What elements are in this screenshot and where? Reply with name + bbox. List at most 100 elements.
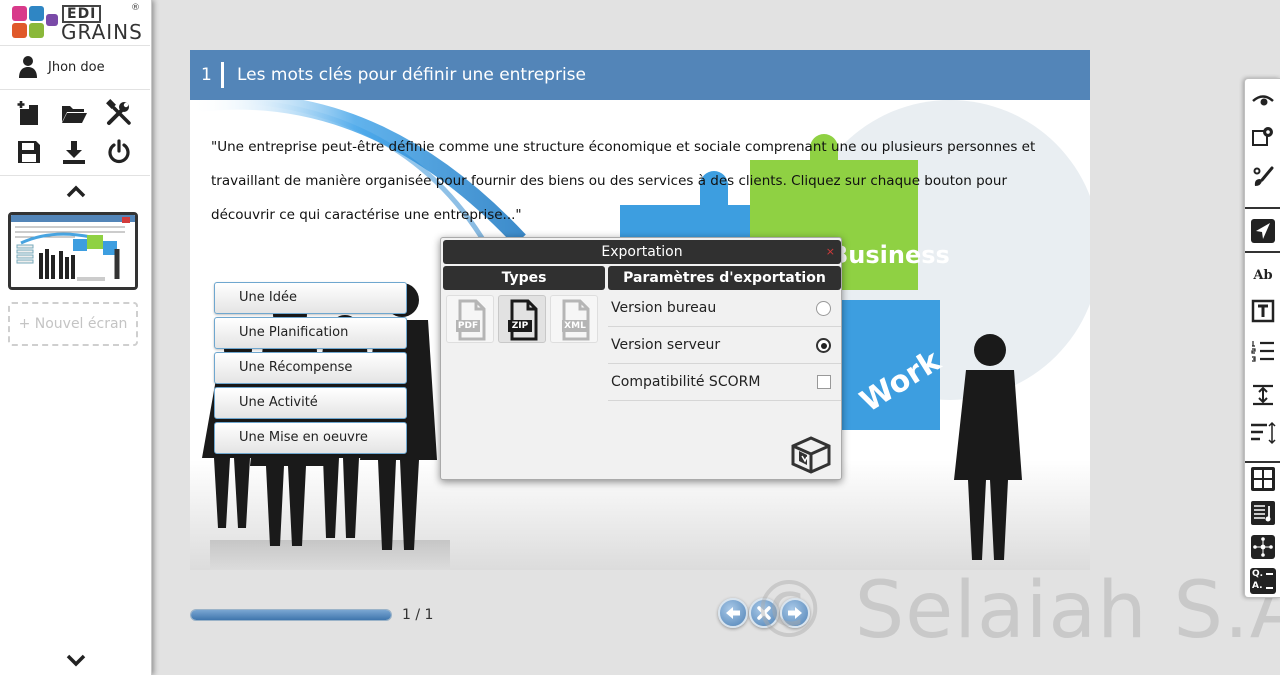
download-button[interactable]	[59, 137, 89, 167]
grid-layout-button[interactable]	[1249, 465, 1277, 493]
toolbar-divider	[1245, 251, 1280, 253]
screen-thumbnail[interactable]	[8, 212, 138, 290]
network-button[interactable]	[1249, 533, 1277, 561]
zip-file-icon	[508, 299, 538, 341]
button-une-activite[interactable]: Une Activité	[214, 387, 407, 419]
arrow-right-icon	[788, 607, 802, 619]
option-version-bureau-label: Version bureau	[611, 300, 717, 316]
close-icon[interactable]: ×	[825, 245, 835, 258]
add-page-button[interactable]	[14, 98, 44, 128]
export-package-icon[interactable]	[789, 434, 833, 474]
version-serveur-radio[interactable]	[816, 338, 831, 353]
user-icon	[19, 56, 37, 78]
progress-fill	[191, 610, 391, 620]
slide-header: 1 Les mots clés pour définir une entrepr…	[190, 50, 1090, 100]
spellcheck-button[interactable]: Ab	[1249, 261, 1277, 289]
paragraph-spacing-icon	[1251, 421, 1276, 445]
logo-registered: ®	[131, 3, 140, 13]
logo-square-green	[29, 23, 44, 38]
tools-button[interactable]	[104, 98, 134, 128]
user-name: Jhon doe	[48, 60, 105, 75]
folder-open-icon	[62, 106, 87, 123]
chevron-up-icon[interactable]	[64, 182, 88, 200]
thumbnail-preview	[11, 215, 135, 287]
close-slide-button[interactable]	[749, 598, 779, 628]
brush-icon	[1253, 166, 1274, 186]
pdf-label: PDF	[457, 321, 479, 331]
version-bureau-radio[interactable]	[816, 301, 831, 316]
text-box-icon	[1251, 299, 1275, 323]
option-version-bureau[interactable]: Version bureau	[608, 290, 841, 327]
type-zip-button[interactable]: ZIP	[498, 295, 546, 343]
button-une-idee[interactable]: Une Idée	[214, 282, 407, 314]
button-une-recompense[interactable]: Une Récompense	[214, 352, 407, 384]
preview-button[interactable]	[1249, 87, 1277, 115]
logo-edi: EDI	[62, 5, 102, 23]
slide-title[interactable]: Les mots clés pour définir une entrepris…	[237, 65, 586, 85]
scorm-checkbox[interactable]	[817, 375, 831, 389]
page-count: 1 / 1	[402, 607, 434, 623]
button-une-planification[interactable]: Une Planification	[214, 317, 407, 349]
sidebar-divider	[0, 175, 150, 176]
tools-icon	[106, 99, 131, 125]
network-icon	[1251, 535, 1275, 559]
send-button[interactable]	[1249, 217, 1277, 245]
option-version-serveur-label: Version serveur	[611, 337, 721, 353]
qa-icon: Q. A.	[1250, 568, 1276, 594]
button-une-mise-en-oeuvre[interactable]: Une Mise en oeuvre	[214, 422, 407, 454]
option-scorm-label: Compatibilité SCORM	[611, 374, 761, 390]
qa-icon-label: Q. A.	[1252, 569, 1264, 591]
logo-grains: GRAINS	[61, 20, 143, 44]
pdf-file-icon	[456, 299, 486, 341]
chevron-down-icon[interactable]	[64, 652, 88, 670]
export-params-header: Paramètres d'exportation	[608, 266, 841, 290]
progress-bar	[190, 609, 392, 621]
qa-icon-lines	[1266, 573, 1273, 589]
numbered-list-button[interactable]	[1249, 337, 1277, 365]
save-icon	[18, 141, 40, 163]
close-x-icon	[757, 606, 771, 620]
watermark: © Selaiah S.A	[750, 566, 1280, 656]
previous-button[interactable]	[718, 598, 748, 628]
paragraph-spacing-button[interactable]	[1249, 419, 1277, 447]
brush-button[interactable]	[1249, 163, 1277, 191]
power-button[interactable]	[104, 137, 134, 167]
new-screen-button[interactable]: + Nouvel écran	[8, 302, 138, 346]
export-dialog-title: Exportation ×	[443, 240, 841, 264]
save-button[interactable]	[14, 137, 44, 167]
option-scorm[interactable]: Compatibilité SCORM	[608, 364, 841, 401]
qa-button[interactable]: Q. A.	[1249, 567, 1277, 595]
export-dialog: Exportation × Types Paramètres d'exporta…	[440, 237, 842, 480]
toolbar-divider	[1245, 207, 1280, 209]
next-button[interactable]	[780, 598, 810, 628]
right-toolbar: Ab	[1244, 78, 1280, 598]
power-icon	[108, 139, 130, 164]
xml-label: XML	[564, 321, 586, 331]
line-spacing-button[interactable]	[1249, 381, 1277, 409]
text-box-button[interactable]	[1249, 297, 1277, 325]
arrow-left-icon	[726, 607, 740, 619]
art-business-label: Business	[830, 241, 950, 269]
window-settings-button[interactable]	[1249, 123, 1277, 151]
slide-number: 1	[201, 65, 212, 85]
xml-file-icon	[562, 299, 590, 341]
eye-icon	[1252, 95, 1274, 106]
type-xml-button[interactable]: XML	[550, 295, 598, 343]
send-icon	[1251, 219, 1275, 243]
logo-square-pink	[12, 6, 27, 21]
window-settings-icon	[1252, 127, 1273, 146]
toolbar-divider	[1245, 461, 1280, 463]
download-icon	[63, 141, 85, 164]
option-version-serveur[interactable]: Version serveur	[608, 327, 841, 364]
left-sidebar: EDI GRAINS ® Jhon doe	[0, 0, 152, 675]
type-pdf-button[interactable]: PDF	[446, 295, 494, 343]
types-header: Types	[443, 266, 605, 290]
app-logo: EDI GRAINS ®	[0, 0, 150, 46]
spellcheck-icon: Ab	[1253, 267, 1273, 283]
media-button[interactable]	[1249, 499, 1277, 527]
open-folder-button[interactable]	[59, 98, 89, 128]
numbered-list-icon	[1251, 341, 1274, 362]
user-row[interactable]: Jhon doe	[0, 46, 150, 90]
grid-layout-icon	[1251, 467, 1275, 491]
logo-square-blue	[29, 6, 44, 21]
